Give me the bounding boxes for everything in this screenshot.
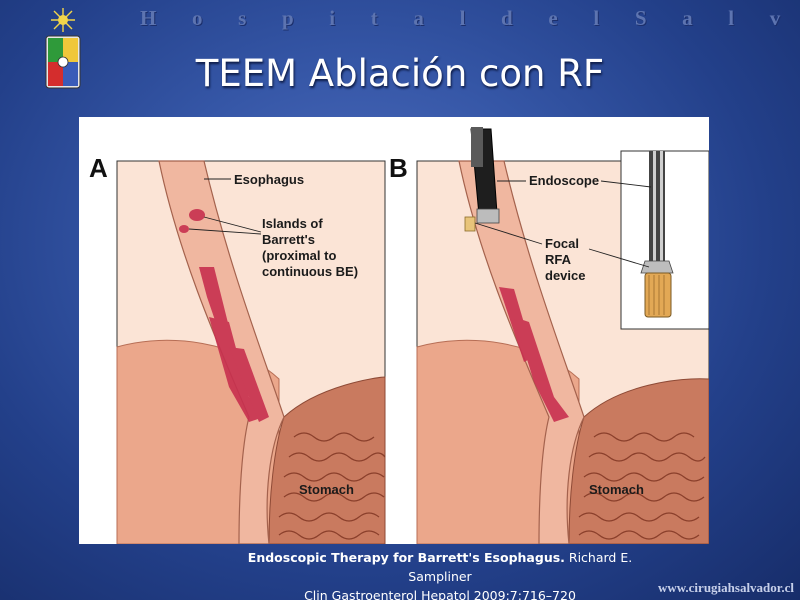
panel-a-letter: A bbox=[89, 153, 108, 183]
slide-title: TEEM Ablación con RF bbox=[195, 52, 605, 95]
hospital-name: H o s p i t a l d e l S a l v a d o r bbox=[140, 6, 800, 30]
label-stomach-a: Stomach bbox=[299, 482, 354, 497]
university-crest-icon bbox=[45, 8, 81, 89]
label-focal: Focal bbox=[545, 236, 579, 251]
label-device: device bbox=[545, 268, 585, 283]
label-endoscope: Endoscope bbox=[529, 173, 599, 188]
panel-b: B Endoscope Focal RFA device Stomach bbox=[389, 127, 709, 544]
label-islands-1: Islands of bbox=[262, 216, 323, 231]
label-stomach-b: Stomach bbox=[589, 482, 644, 497]
citation-author: Richard E. Sampliner bbox=[408, 550, 633, 584]
citation-line-1: Endoscopic Therapy for Barrett's Esophag… bbox=[230, 548, 650, 586]
citation-journal: Clin Gastroenterol Hepatol 2009;7:716–72… bbox=[304, 588, 576, 600]
label-rfa: RFA bbox=[545, 252, 572, 267]
citation: Endoscopic Therapy for Barrett's Esophag… bbox=[230, 548, 650, 600]
panel-a: A Esophagus Islands of Barrett's (proxim… bbox=[89, 153, 386, 544]
anatomical-figure: A Esophagus Islands of Barrett's (proxim… bbox=[79, 117, 709, 544]
label-islands-2: Barrett's bbox=[262, 232, 315, 247]
panel-b-letter: B bbox=[389, 153, 408, 183]
website-url: www.cirugiahsalvador.cl bbox=[657, 580, 794, 595]
label-esophagus: Esophagus bbox=[234, 172, 304, 187]
citation-title: Endoscopic Therapy for Barrett's Esophag… bbox=[247, 550, 565, 565]
label-islands-4: continuous BE) bbox=[262, 264, 358, 279]
label-islands-3: (proximal to bbox=[262, 248, 336, 263]
